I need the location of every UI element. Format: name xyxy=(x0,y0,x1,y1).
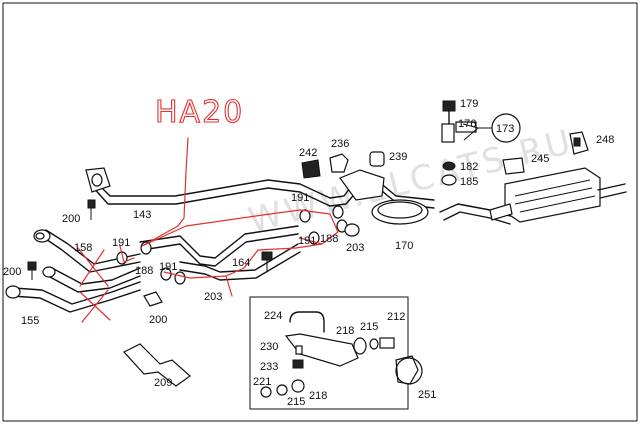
label-191-a: 191 xyxy=(112,237,130,249)
label-203-left: 203 xyxy=(204,291,222,303)
part-164-pipe xyxy=(139,225,301,281)
label-200-b: 200 xyxy=(3,266,21,278)
mount-parts xyxy=(301,131,589,179)
label-239: 239 xyxy=(389,151,407,163)
label-143: 143 xyxy=(133,209,151,221)
label-236: 236 xyxy=(331,138,349,150)
label-218-top: 218 xyxy=(336,325,354,337)
part-143-pipe xyxy=(85,167,331,207)
bolt-200 xyxy=(27,199,163,307)
bolt-203 xyxy=(261,223,360,272)
callout-circle-251 xyxy=(395,357,423,385)
label-200-a: 200 xyxy=(62,213,80,225)
label-218-bottom: 218 xyxy=(309,390,327,402)
label-188-right: 188 xyxy=(320,233,338,245)
label-185: 185 xyxy=(460,176,478,188)
part-173-rear-muffler xyxy=(439,167,627,225)
label-209: 209 xyxy=(154,377,172,389)
label-230: 230 xyxy=(260,341,278,353)
part-155-pipe xyxy=(5,266,141,313)
label-215-bottom: 215 xyxy=(287,396,305,408)
label-224: 224 xyxy=(264,310,282,322)
part-170-middle-silencer xyxy=(329,169,435,225)
label-203-right: 203 xyxy=(346,242,364,254)
label-200-c: 200 xyxy=(149,314,167,326)
label-173: 173 xyxy=(496,123,514,135)
label-164: 164 xyxy=(232,257,250,269)
part-179-176-hardware xyxy=(441,100,477,186)
handwritten-note: HA20 xyxy=(155,95,244,130)
label-182: 182 xyxy=(460,161,478,173)
label-233: 233 xyxy=(260,361,278,373)
label-170: 170 xyxy=(395,240,413,252)
label-215-top: 215 xyxy=(360,321,378,333)
label-221: 221 xyxy=(253,376,271,388)
diagram-frame xyxy=(2,2,638,422)
label-245: 245 xyxy=(531,153,549,165)
part-209-bracket xyxy=(123,343,191,387)
part-labels: 143 155 158 164 170 173 176 179 182 185 … xyxy=(3,98,614,408)
label-191-b: 191 xyxy=(159,261,177,273)
label-188-left: 188 xyxy=(135,265,153,277)
red-markup xyxy=(77,137,339,323)
label-251: 251 xyxy=(418,389,436,401)
label-191-d: 191 xyxy=(298,235,316,247)
label-248: 248 xyxy=(596,134,614,146)
inset-box xyxy=(249,296,419,410)
label-176: 176 xyxy=(458,118,476,130)
label-158: 158 xyxy=(74,242,92,254)
label-179: 179 xyxy=(460,98,478,110)
label-191-c: 191 xyxy=(291,192,309,204)
label-212: 212 xyxy=(387,311,405,323)
label-242: 242 xyxy=(299,147,317,159)
label-155: 155 xyxy=(21,315,39,327)
part-158-pipe xyxy=(33,229,141,273)
